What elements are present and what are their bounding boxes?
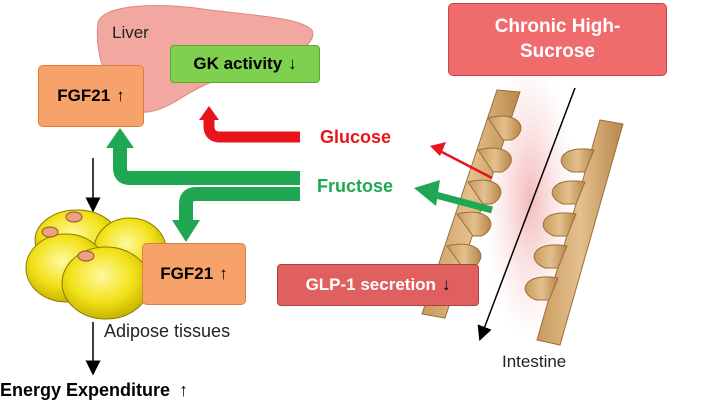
glp1-down-arrow: ↓ <box>441 275 451 294</box>
glucose-pathway-arrow <box>203 118 300 143</box>
fgf21-adipose-up-arrow: ↑ <box>219 264 228 283</box>
energy-text: Energy Expenditure <box>0 380 171 400</box>
fgf21-adipose-box: FGF21 ↑ <box>142 243 246 305</box>
adipose-label: Adipose tissues <box>104 321 231 341</box>
glp1-label: GLP-1 secretion <box>305 275 436 294</box>
fructose-pathway-arrowhead-lower <box>172 220 200 242</box>
fgf21-adipose-label: FGF21 <box>160 264 214 283</box>
fructose-pathway-arrow-upper <box>113 146 300 185</box>
adipocyte-nuclei <box>41 211 95 262</box>
fructose-pathway-arrowhead-upper <box>106 128 134 148</box>
fructose-pathway-arrow-lower <box>179 187 300 222</box>
sucrose-box: Chronic High-Sucrose <box>448 3 667 76</box>
fgf21-liver-box: FGF21 ↑ <box>38 65 144 127</box>
fructose-label: Fructose <box>317 176 394 196</box>
fgf21-liver-up-arrow: ↑ <box>116 86 125 105</box>
fgf21-liver-label: FGF21 <box>57 86 111 105</box>
fructose-absorption-arrow <box>431 190 493 214</box>
glucose-label: Glucose <box>320 127 392 147</box>
glucose-absorption-arrowhead <box>430 142 446 156</box>
sucrose-label: Chronic High-Sucrose <box>494 15 621 62</box>
gk-activity-label: GK activity <box>193 54 283 73</box>
energy-label: Energy Expenditure ↑ <box>0 380 188 401</box>
fructose-absorption-arrowhead <box>414 180 440 206</box>
gk-activity-box: GK activity ↓ <box>170 45 320 83</box>
glp1-box: GLP-1 secretion ↓ <box>277 264 479 306</box>
gk-activity-down-arrow: ↓ <box>288 54 297 73</box>
energy-up-arrow: ↑ <box>179 380 189 400</box>
intestine-right-wall <box>524 119 624 346</box>
glucose-pathway-arrowhead <box>199 106 219 120</box>
intestine-transit-arrow <box>477 87 576 342</box>
glucose-absorption-arrow <box>437 148 493 180</box>
intestine-label: Intestine <box>502 352 567 371</box>
liver-label: Liver <box>112 23 149 42</box>
